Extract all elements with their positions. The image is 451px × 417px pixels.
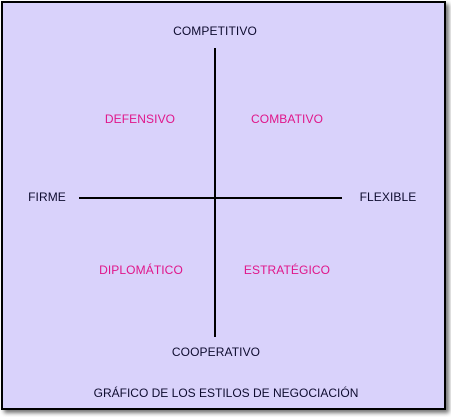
quadrant-label-estrategico: ESTRATÉGICO — [243, 263, 331, 277]
vertical-axis-line — [214, 48, 216, 337]
quadrant-label-combativo: COMBATIVO — [250, 112, 324, 126]
quadrant-label-diplomatico: DIPLOMÁTICO — [99, 263, 183, 277]
quadrant-label-defensivo: DEFENSIVO — [104, 112, 176, 126]
axis-label-left: FIRME — [28, 190, 66, 204]
horizontal-axis-line — [79, 197, 342, 199]
diagram-caption: GRÁFICO DE LOS ESTILOS DE NEGOCIACIÓN — [93, 386, 359, 400]
axis-label-right: FLEXIBLE — [359, 190, 417, 204]
diagram-frame: COMPETITIVO COOPERATIVO FIRME FLEXIBLE D… — [1, 1, 446, 410]
axis-label-top: COMPETITIVO — [173, 24, 257, 38]
axis-label-bottom: COOPERATIVO — [171, 345, 261, 359]
